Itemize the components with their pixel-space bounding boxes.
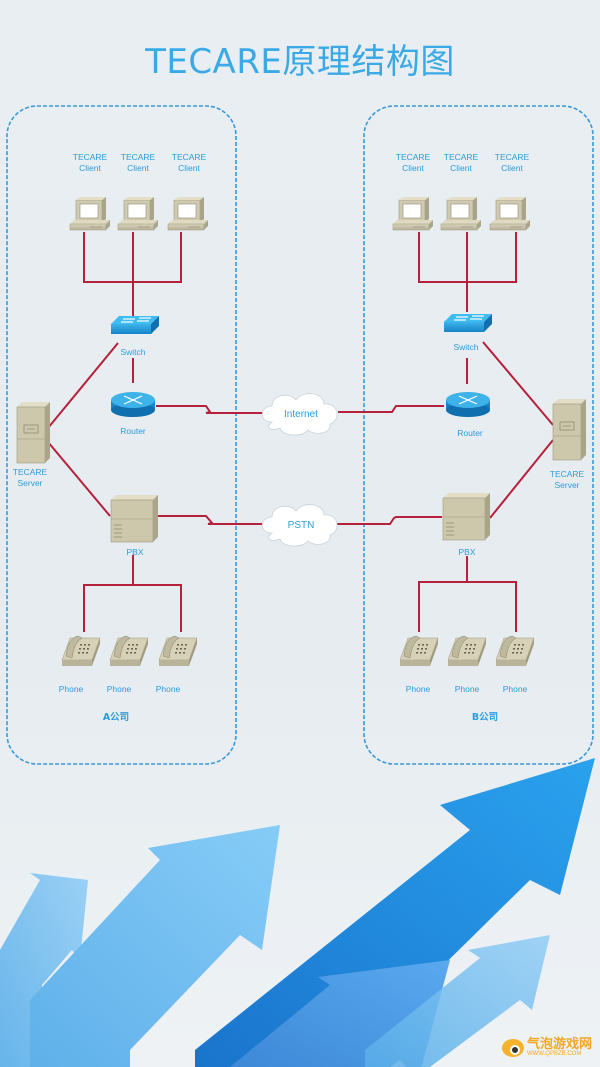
links: [47, 232, 554, 632]
watermark: 气泡游戏网 WWW.QPBZB.COM: [501, 1037, 592, 1057]
arrow-left-large: [30, 825, 280, 1067]
phone-label: Phone: [503, 684, 528, 694]
server-label: Server: [17, 478, 42, 488]
client-label: TECARE: [121, 152, 156, 162]
router-icon[interactable]: [445, 391, 491, 418]
client-label: TECARE: [73, 152, 108, 162]
link-b-pbx-pstn: [334, 516, 442, 525]
phone-icon[interactable]: [158, 635, 198, 667]
client-label: TECARE: [444, 152, 479, 162]
client-computer-icon[interactable]: [440, 196, 482, 231]
switch-icon[interactable]: [443, 313, 493, 333]
client-label: Client: [79, 163, 101, 173]
phone-icon[interactable]: [495, 635, 535, 667]
company-a: TECARE Client TECARE Client TECARE Clien…: [13, 152, 209, 723]
client-computer-icon[interactable]: [167, 196, 209, 231]
company-b-label: B公司: [472, 712, 498, 723]
phone-label: Phone: [156, 684, 181, 694]
company-a-border: [6, 105, 237, 765]
client-label: Client: [127, 163, 149, 173]
phone-icon[interactable]: [109, 635, 149, 667]
internet-label: Internet: [284, 409, 318, 420]
client-label: Client: [501, 163, 523, 173]
client-label: TECARE: [396, 152, 431, 162]
phone-icon[interactable]: [61, 635, 101, 667]
link-b-server-pbx: [489, 439, 554, 519]
switch-label: Switch: [120, 347, 145, 357]
link-b-router-internet: [338, 405, 444, 413]
watermark-url: WWW.QPBZB.COM: [526, 1051, 582, 1057]
switch-icon[interactable]: [110, 315, 160, 335]
watermark-logo-icon: [501, 1038, 524, 1057]
phone-icon[interactable]: [447, 635, 487, 667]
phone-label: Phone: [59, 684, 84, 694]
client-computer-icon[interactable]: [69, 196, 111, 231]
company-b-border: [363, 105, 594, 765]
arrow-big-right: [195, 758, 595, 1067]
company-b: TECARE Client TECARE Client TECARE Clien…: [392, 152, 587, 723]
link-a-phones: [83, 555, 182, 632]
router-label: Router: [120, 426, 146, 436]
page-title: TECARE原理结构图: [145, 42, 455, 82]
server-label: Server: [554, 480, 579, 490]
link-b-phones: [418, 556, 517, 632]
phone-label: Phone: [406, 684, 431, 694]
link-b-switch-server: [482, 341, 554, 426]
client-computer-icon[interactable]: [489, 196, 531, 231]
client-label: Client: [402, 163, 424, 173]
link-a-switch-server: [47, 342, 119, 429]
link-b-clients: [418, 232, 517, 312]
link-a-server-pbx: [47, 441, 111, 517]
link-a-clients: [83, 232, 182, 320]
switch-label: Switch: [453, 342, 478, 352]
pbx-label: PBX: [126, 547, 143, 557]
client-label: Client: [178, 163, 200, 173]
company-a-label: A公司: [103, 712, 129, 723]
arrow-small-left: [0, 873, 88, 1067]
client-label: TECARE: [495, 152, 530, 162]
client-computer-icon[interactable]: [392, 196, 434, 231]
phone-label: Phone: [455, 684, 480, 694]
router-label: Router: [457, 428, 483, 438]
server-icon[interactable]: [16, 401, 51, 464]
pbx-icon[interactable]: [110, 494, 159, 543]
pbx-label: PBX: [458, 547, 475, 557]
server-label: TECARE: [13, 467, 48, 477]
link-a-pbx-pstn: [157, 515, 265, 525]
client-label: Client: [450, 163, 472, 173]
arrow-small-right: [365, 935, 550, 1067]
client-label: TECARE: [172, 152, 207, 162]
server-label: TECARE: [550, 469, 585, 479]
link-a-router-internet: [156, 405, 265, 414]
phone-label: Phone: [107, 684, 132, 694]
phone-icon[interactable]: [399, 635, 439, 667]
decorative-arrows: [0, 758, 595, 1067]
router-icon[interactable]: [110, 391, 156, 418]
pbx-icon[interactable]: [442, 492, 491, 541]
server-icon[interactable]: [552, 398, 587, 461]
watermark-name: 气泡游戏网: [526, 1037, 592, 1052]
pstn-label: PSTN: [288, 520, 315, 531]
client-computer-icon[interactable]: [117, 196, 159, 231]
